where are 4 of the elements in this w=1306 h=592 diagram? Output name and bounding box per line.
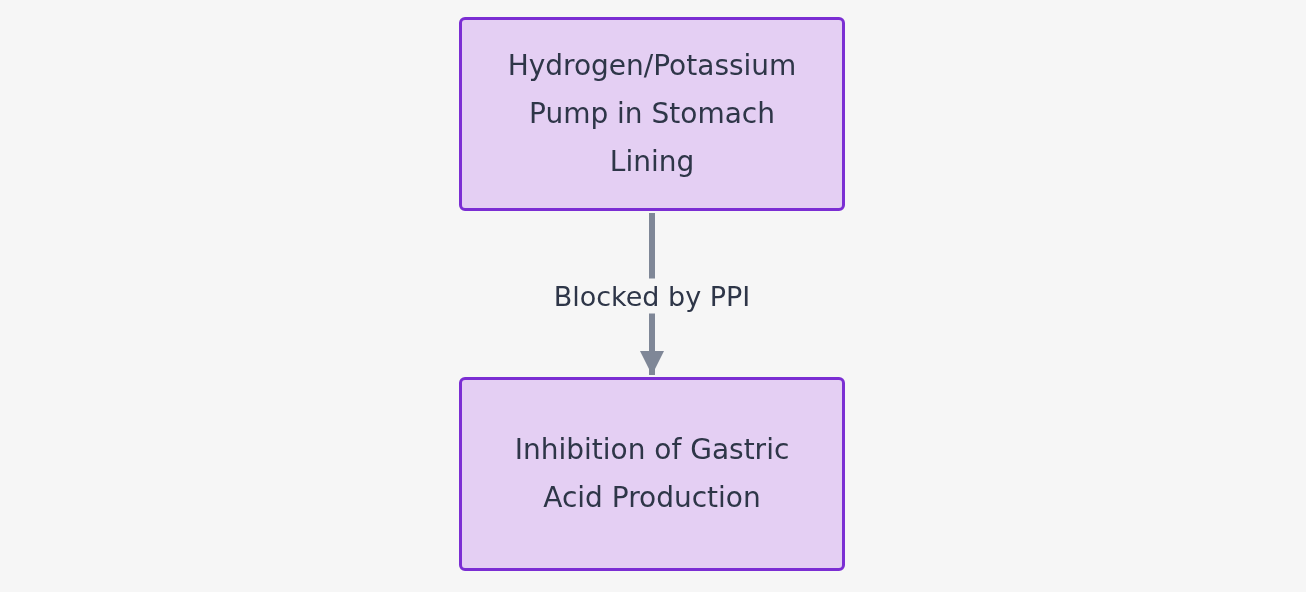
- node-text: Hydrogen/Potassium Pump in Stomach Lining: [506, 48, 798, 180]
- node-text: Inhibition of Gastric Acid Production: [513, 432, 791, 516]
- process-box: [459, 17, 845, 211]
- process-box: [459, 377, 845, 571]
